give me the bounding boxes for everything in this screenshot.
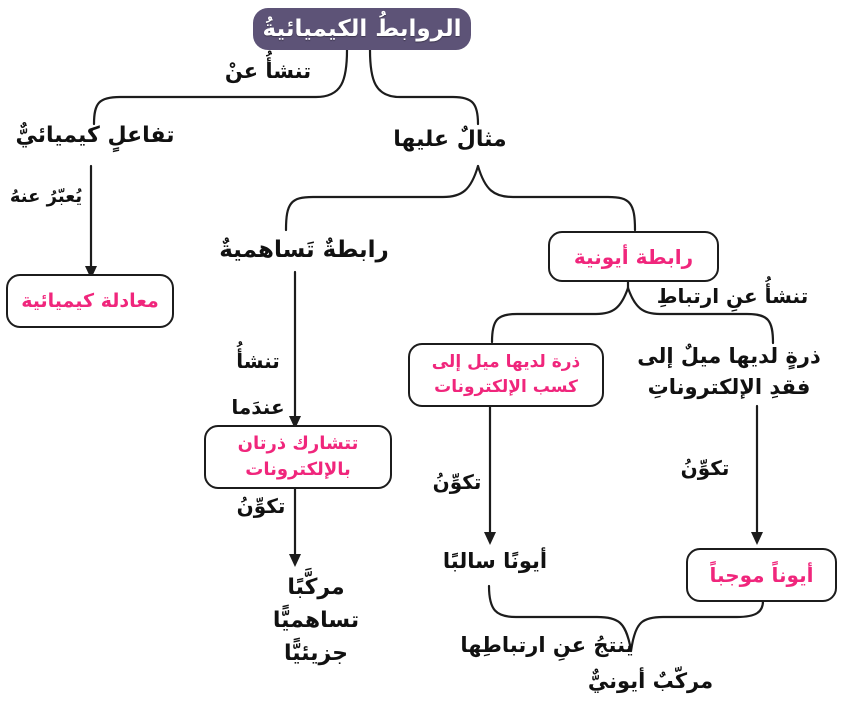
node-negative-ion: أيونًا سالبًا — [442, 549, 548, 573]
node-lose-electrons-atom: ذرةٍ لديها ميلٌ إلى فقدِ الإلكتروناتِ — [618, 341, 840, 403]
node-ionic-bond-label: رابطة أيونية — [573, 244, 694, 269]
node-gain-electrons-line2: كسب الإلكترونات — [434, 377, 578, 397]
node-chemical-reaction: تفاعلٍ كيميائيٌّ — [15, 123, 175, 148]
brace-merge-left — [487, 584, 633, 653]
node-chemical-equation: معادلة كيميائية — [6, 274, 174, 328]
node-covalent-bond: رابطةٌ تَساهميةٌ — [219, 237, 389, 263]
arrowhead — [751, 532, 763, 545]
node-share-electrons-line1: تتشارك ذرتان — [237, 433, 359, 454]
brace-example-right — [476, 164, 637, 232]
edge-title-to-reaction — [92, 48, 349, 126]
edge-label-forms-covalent: تكوِّنُ — [236, 494, 286, 518]
edge-label-forms-negative: تكوِّنُ — [432, 470, 482, 494]
node-covalent-compound-line1: مركَّبًا — [287, 575, 345, 600]
edge-title-to-example — [368, 48, 480, 126]
edge-label-expressed-by: يُعبّرُ عنهُ — [9, 186, 83, 207]
node-positive-ion-label: أيوناً موجباً — [709, 563, 814, 587]
node-ionic-compound: مركّبٌ أيونيٌّ — [587, 669, 714, 693]
edge-label-arise-from: تنشأُ عنْ — [224, 59, 312, 83]
brace-merge-right — [629, 599, 765, 653]
root-node-label: الروابطُ الكيميائيةُ — [262, 16, 462, 42]
node-gain-electrons-line1: ذرة لديها ميل إلى — [431, 352, 581, 372]
node-gain-electrons-atom: ذرة لديها ميل إلى كسب الإلكترونات — [408, 343, 604, 407]
node-chemical-equation-label: معادلة كيميائية — [21, 290, 159, 312]
node-ionic-bond: رابطة أيونية — [548, 231, 719, 282]
edge-label-example-of: مثالٌ عليها — [393, 127, 507, 152]
node-covalent-compound-line3: جزيئيًّا — [283, 641, 349, 666]
node-share-electrons: تتشارك ذرتان بالإلكترونات — [204, 425, 392, 489]
brace-ionic-right — [626, 286, 775, 345]
edge-label-when: عندَما — [231, 395, 285, 419]
node-lose-electrons-line2: فقدِ الإلكتروناتِ — [647, 375, 811, 399]
brace-example-left — [284, 164, 480, 232]
arrowhead — [289, 554, 301, 567]
root-node-chemical-bonds: الروابطُ الكيميائيةُ — [253, 8, 471, 50]
edge-label-arises-when: تنشأُ عندَما — [222, 338, 294, 430]
node-positive-ion: أيوناً موجباً — [686, 548, 837, 602]
node-share-electrons-line2: بالإلكترونات — [245, 459, 351, 480]
edge-label-forms-positive: تكوِّنُ — [680, 456, 730, 480]
edge-label-arise-from-bonding: تنشأُ عنِ ارتباطِ — [656, 284, 809, 308]
arrowhead — [289, 416, 301, 429]
edge-label-arises: تنشأُ — [236, 349, 280, 373]
arrowhead — [85, 266, 97, 279]
brace-ionic-left — [490, 286, 630, 344]
node-covalent-compound: مركَّبًا تساهميًّا جزيئيًّا — [240, 571, 392, 670]
edge-label-results-from-bonding: ينتجُ عنِ ارتباطِها — [460, 633, 634, 657]
node-lose-electrons-line1: ذرةٍ لديها ميلٌ إلى — [637, 344, 821, 368]
node-covalent-compound-line2: تساهميًّا — [272, 608, 360, 633]
arrowhead — [484, 532, 496, 545]
